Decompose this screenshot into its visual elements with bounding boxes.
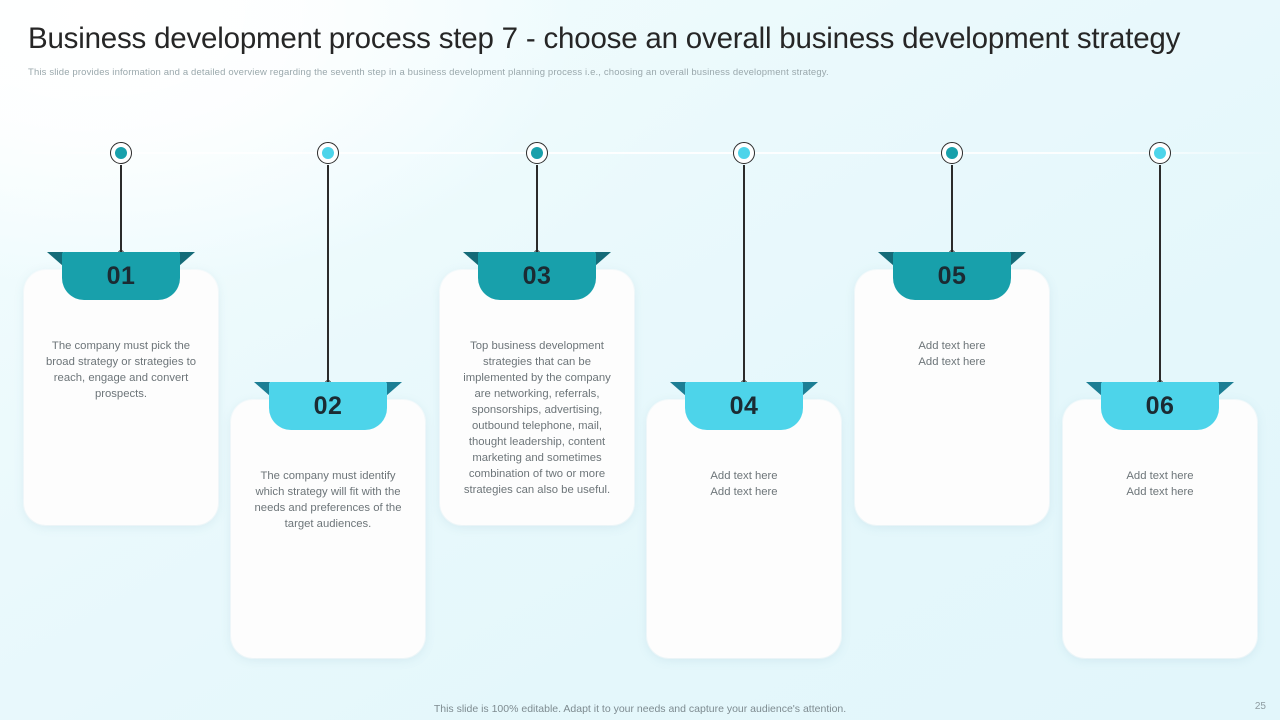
badge-body: 06 bbox=[1101, 382, 1219, 430]
node-dot-icon bbox=[946, 147, 958, 159]
node-01-marker[interactable] bbox=[110, 142, 132, 164]
badge-fold-left-icon bbox=[254, 382, 270, 396]
connector-line-04 bbox=[740, 165, 747, 386]
step-number: 05 bbox=[937, 261, 967, 290]
step-card-text-06: Add text here Add text here bbox=[1126, 470, 1194, 499]
badge-body: 02 bbox=[269, 382, 387, 430]
page-title: Business development process step 7 - ch… bbox=[28, 22, 1181, 55]
step-number: 01 bbox=[106, 261, 136, 290]
node-dot-icon bbox=[115, 147, 127, 159]
badge-fold-right-icon bbox=[179, 252, 195, 266]
step-badge-02: 02 bbox=[254, 382, 402, 430]
badge-fold-left-icon bbox=[878, 252, 894, 266]
connector-line-02 bbox=[324, 165, 331, 386]
step-badge-05: 05 bbox=[878, 252, 1026, 300]
badge-fold-right-icon bbox=[595, 252, 611, 266]
badge-body: 01 bbox=[62, 252, 180, 300]
step-card-text-01: The company must pick the broad strategy… bbox=[45, 340, 197, 401]
badge-fold-left-icon bbox=[1086, 382, 1102, 396]
badge-fold-right-icon bbox=[1010, 252, 1026, 266]
step-card-text-02: The company must identify which strategy… bbox=[254, 470, 402, 531]
footer-note: This slide is 100% editable. Adapt it to… bbox=[433, 703, 847, 715]
node-03-marker[interactable] bbox=[526, 142, 548, 164]
page-subtitle: This slide provides information and a de… bbox=[28, 66, 829, 78]
step-number: 03 bbox=[522, 261, 552, 290]
node-06-marker[interactable] bbox=[1149, 142, 1171, 164]
step-badge-01: 01 bbox=[47, 252, 195, 300]
step-badge-04: 04 bbox=[670, 382, 818, 430]
node-dot-icon bbox=[531, 147, 543, 159]
step-card-text-04: Add text here Add text here bbox=[710, 470, 778, 499]
badge-body: 04 bbox=[685, 382, 803, 430]
badge-fold-right-icon bbox=[1218, 382, 1234, 396]
slide-header: Business development process step 7 - ch… bbox=[28, 22, 1258, 78]
connector-line-06 bbox=[1156, 165, 1163, 386]
step-card-text-03: Top business development strategies that… bbox=[463, 340, 611, 497]
step-number: 06 bbox=[1145, 391, 1175, 420]
connector-line-03 bbox=[533, 165, 540, 256]
badge-fold-left-icon bbox=[47, 252, 63, 266]
connector-line-01 bbox=[117, 165, 124, 256]
connector-line-05 bbox=[948, 165, 955, 256]
badge-body: 03 bbox=[478, 252, 596, 300]
step-card-text-05: Add text here Add text here bbox=[918, 340, 986, 369]
badge-fold-right-icon bbox=[802, 382, 818, 396]
step-badge-06: 06 bbox=[1086, 382, 1234, 430]
badge-fold-left-icon bbox=[670, 382, 686, 396]
node-05-marker[interactable] bbox=[941, 142, 963, 164]
step-badge-03: 03 bbox=[463, 252, 611, 300]
badge-fold-right-icon bbox=[386, 382, 402, 396]
node-dot-icon bbox=[1154, 147, 1166, 159]
step-number: 02 bbox=[313, 391, 343, 420]
page-number: 25 bbox=[1254, 701, 1266, 712]
node-02-marker[interactable] bbox=[317, 142, 339, 164]
timeline-rail bbox=[0, 152, 1280, 154]
node-dot-icon bbox=[738, 147, 750, 159]
badge-fold-left-icon bbox=[463, 252, 479, 266]
step-number: 04 bbox=[729, 391, 759, 420]
node-04-marker[interactable] bbox=[733, 142, 755, 164]
badge-body: 05 bbox=[893, 252, 1011, 300]
node-dot-icon bbox=[322, 147, 334, 159]
